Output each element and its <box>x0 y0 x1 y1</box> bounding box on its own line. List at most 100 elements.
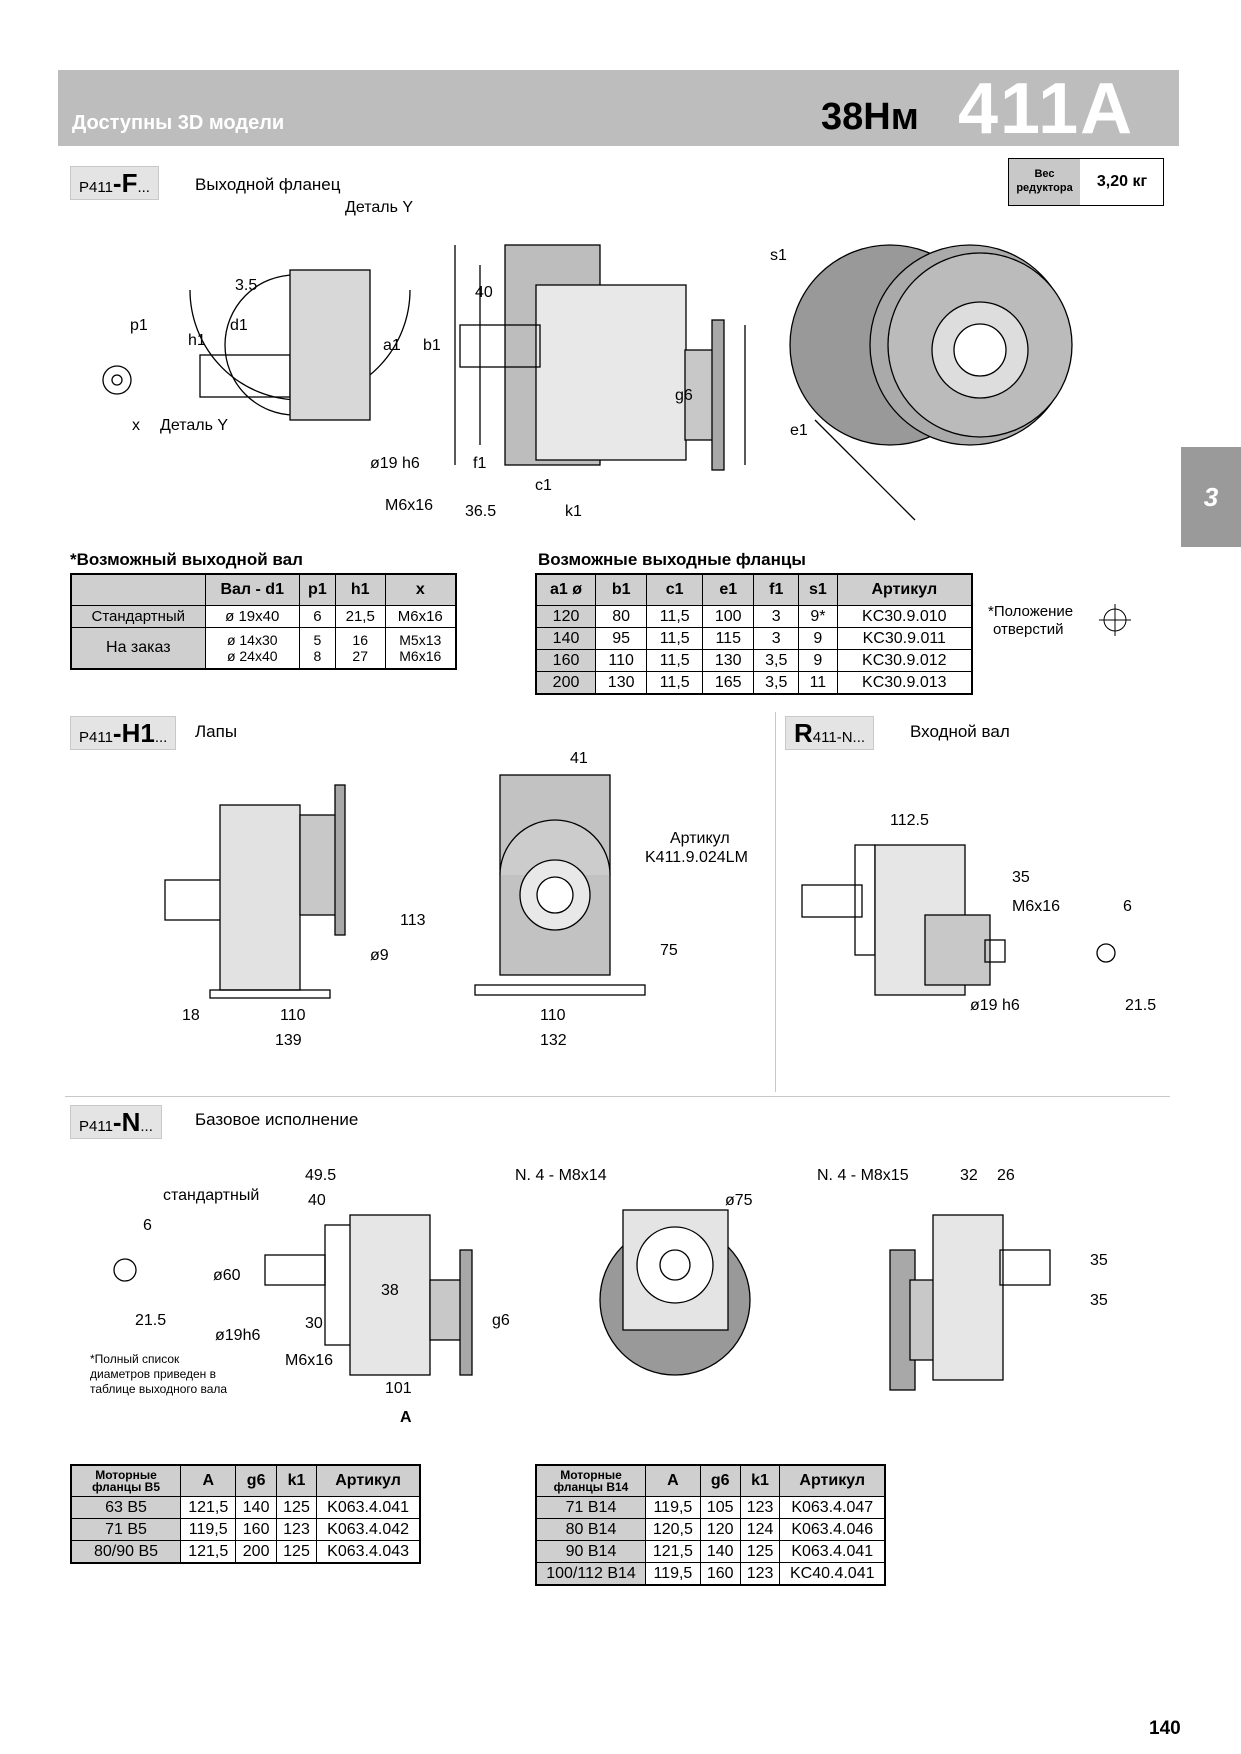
flange-note-1: *Положение <box>988 603 1074 620</box>
flange-h6: Артикул <box>836 573 973 606</box>
n-label-g6: g6 <box>492 1312 510 1329</box>
table-cell: 125 <box>275 1496 318 1519</box>
table-cell: K063.4.041 <box>316 1496 421 1519</box>
code-main: -F <box>112 168 138 198</box>
n-label-26: 26 <box>997 1167 1015 1184</box>
section-f-caption: Выходной фланец <box>195 175 341 194</box>
table-cell: 120,5 <box>645 1518 701 1541</box>
table-cell: K063.4.043 <box>316 1540 421 1564</box>
table-cell: 130 <box>702 649 755 672</box>
h1-label-75: 75 <box>660 942 678 959</box>
table-cell: 110 <box>595 649 648 672</box>
code-main: R <box>794 718 813 748</box>
b14-h2: g6 <box>699 1464 741 1497</box>
table-cell: 160 <box>699 1562 741 1586</box>
f-label-x: x <box>132 417 140 434</box>
flange-h3: e1 <box>702 573 755 606</box>
b14-h4: Артикул <box>779 1464 886 1497</box>
n-label-standard: стандартный <box>163 1187 259 1204</box>
h1-label-dia9: ø9 <box>370 947 389 964</box>
hole-position-icon <box>1099 604 1131 636</box>
table-cell: 120 <box>699 1518 741 1541</box>
header-torque: 38Нм <box>821 96 919 138</box>
b14-table: Моторные фланцы B14 A g6 k1 Артикул 71 B… <box>535 1464 886 1586</box>
table-cell: 71 B5 <box>70 1518 181 1541</box>
table-cell: 16 27 <box>334 627 386 670</box>
table-cell: 125 <box>739 1540 781 1563</box>
table-cell: 11,5 <box>646 649 704 672</box>
flange-table-header: a1 ø b1 c1 e1 f1 s1 Артикул <box>535 573 973 606</box>
code-prefix: 411 <box>812 729 837 746</box>
r-label-6: 6 <box>1123 898 1132 915</box>
code-prefix: P411 <box>79 179 113 196</box>
section-r-caption: Входной вал <box>910 722 1010 741</box>
footnote-line: таблице выходного вала <box>90 1382 228 1396</box>
divider <box>65 1096 1170 1097</box>
f-label-m6x16: M6x16 <box>385 497 433 514</box>
table-cell: 119,5 <box>645 1496 701 1519</box>
r-label-112-5: 112.5 <box>890 812 929 829</box>
table-cell: 3 <box>753 605 800 628</box>
section-f-code: P411-F... <box>70 166 159 200</box>
table-cell: На заказ <box>70 627 206 670</box>
section-n-caption: Базовое исполнение <box>195 1110 359 1129</box>
n-label-38: 38 <box>381 1282 399 1299</box>
b5-table: Моторные фланцы B5 A g6 k1 Артикул 63 B5… <box>70 1464 421 1564</box>
r-label-m6x16: M6x16 <box>1012 898 1060 915</box>
table-cell: K063.4.042 <box>316 1518 421 1541</box>
n-label-m6x16: M6x16 <box>285 1352 333 1369</box>
f-label-h1: h1 <box>188 332 206 349</box>
flange-note-2: отверстий <box>993 621 1064 638</box>
base-footnote: *Полный список диаметров приведен в табл… <box>90 1352 227 1397</box>
table-cell: KC40.4.041 <box>779 1562 886 1586</box>
footnote-line: *Полный список <box>90 1352 180 1366</box>
section-h1-caption: Лапы <box>195 722 238 741</box>
b5-h3: k1 <box>275 1464 318 1497</box>
f-label-f1: f1 <box>473 455 486 472</box>
table-cell: KC30.9.013 <box>836 671 973 695</box>
table-cell: ø 19x40 <box>204 605 300 628</box>
table-cell: KC30.9.011 <box>836 627 973 650</box>
code-main: -H1 <box>112 718 155 748</box>
table-cell: 90 B14 <box>535 1540 646 1563</box>
b14-h0: Моторные фланцы B14 <box>535 1464 646 1497</box>
b5-h1: A <box>179 1464 237 1497</box>
table-cell: 160 <box>235 1518 277 1541</box>
table-cell: 3,5 <box>753 671 800 695</box>
table-cell: 3 <box>753 627 800 650</box>
table-cell: 124 <box>739 1518 781 1541</box>
flange-h5: s1 <box>798 573 838 606</box>
table-cell: 5 8 <box>298 627 336 670</box>
table-cell: K063.4.041 <box>779 1540 886 1563</box>
weight-label-2: редуктора <box>1016 182 1073 194</box>
code-prefix: P411 <box>79 1118 113 1135</box>
f-label-a1: a1 <box>383 337 401 354</box>
shaft-h0 <box>70 573 206 606</box>
drawing-base-version: 49.5 стандартный 40 6 ø60 38 g6 21.5 ø19… <box>113 1167 1108 1426</box>
section-n-code: P411-N... <box>70 1105 162 1139</box>
n-label-m8x15: N. 4 - M8x15 <box>817 1167 909 1184</box>
drawing-output-flange: Деталь Y 3.5 40 p1 d1 h1 x Деталь Y a1 b… <box>102 200 1073 521</box>
table-cell: 80 <box>595 605 648 628</box>
table-cell: 165 <box>702 671 755 695</box>
h1-label-110-b: 110 <box>540 1007 566 1024</box>
n-label-32: 32 <box>960 1167 978 1184</box>
n-label-dia75: ø75 <box>725 1192 753 1209</box>
f-label-c1: c1 <box>535 477 552 494</box>
b14-h3: k1 <box>739 1464 781 1497</box>
n-label-dia60: ø60 <box>213 1267 241 1284</box>
table-cell: 100 <box>702 605 755 628</box>
drawing-feet: 41 Артикул K411.9.024LM 113 ø9 75 18 110… <box>164 750 748 1049</box>
footnote-line: диаметров приведен в <box>90 1367 216 1381</box>
drawing-input-shaft: 112.5 35 M6x16 6 ø19 h6 21.5 <box>801 812 1156 1014</box>
n-label-6: 6 <box>143 1217 152 1234</box>
